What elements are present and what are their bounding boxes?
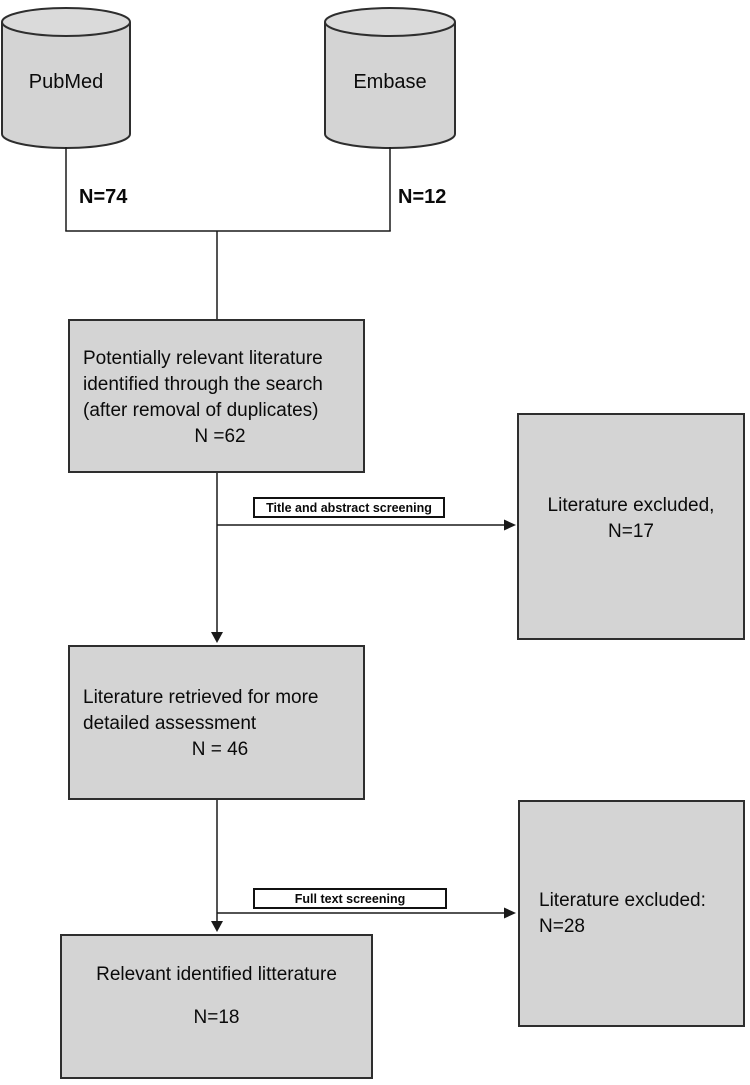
node-identified-line1: Potentially relevant literature bbox=[83, 348, 323, 369]
edge-label-title-abstract-screening: Title and abstract screening bbox=[253, 497, 445, 518]
node-excluded-fulltext-line1: Literature excluded: bbox=[539, 889, 706, 911]
node-retrieved-line2: detailed assessment bbox=[83, 713, 257, 734]
embase-count-label: N=12 bbox=[398, 186, 447, 208]
arrowhead-down-retrieved bbox=[211, 632, 223, 643]
node-included-count: N=18 bbox=[193, 1007, 240, 1028]
node-excluded-screening: Literature excluded, N=17 bbox=[517, 413, 745, 640]
node-excluded-fulltext: Literature excluded: N=28 bbox=[518, 800, 745, 1027]
node-included-line1: Relevant identified litterature bbox=[96, 964, 337, 985]
node-identified-count: N =62 bbox=[194, 426, 246, 447]
node-retrieved-count: N = 46 bbox=[191, 739, 249, 760]
node-identified-line2: identified through the search bbox=[83, 374, 323, 395]
node-excluded-screening-count: N=17 bbox=[608, 520, 654, 542]
node-retrieved: Literature retrieved for more detailed a… bbox=[68, 645, 365, 800]
node-identified-line3: (after removal of duplicates) bbox=[83, 400, 319, 421]
node-included-spacer bbox=[62, 988, 371, 1005]
source-embase-label: Embase bbox=[353, 71, 427, 93]
arrowhead-down-included bbox=[211, 921, 223, 932]
database-cylinder-embase bbox=[324, 7, 456, 149]
node-excluded-fulltext-count: N=28 bbox=[539, 915, 585, 937]
pubmed-count-label: N=74 bbox=[79, 186, 128, 208]
source-pubmed-label: PubMed bbox=[28, 71, 104, 93]
arrowhead-right-excluded-fulltext bbox=[504, 907, 516, 919]
node-retrieved-line1: Literature retrieved for more bbox=[83, 687, 319, 708]
node-included: Relevant identified litterature N=18 bbox=[60, 934, 373, 1079]
arrowhead-right-excluded-screening bbox=[504, 519, 516, 531]
node-identified: Potentially relevant literature identifi… bbox=[68, 319, 365, 473]
edge-label-full-text-screening: Full text screening bbox=[253, 888, 447, 909]
node-excluded-screening-line1: Literature excluded, bbox=[547, 494, 715, 516]
database-cylinder-pubmed bbox=[1, 7, 131, 149]
